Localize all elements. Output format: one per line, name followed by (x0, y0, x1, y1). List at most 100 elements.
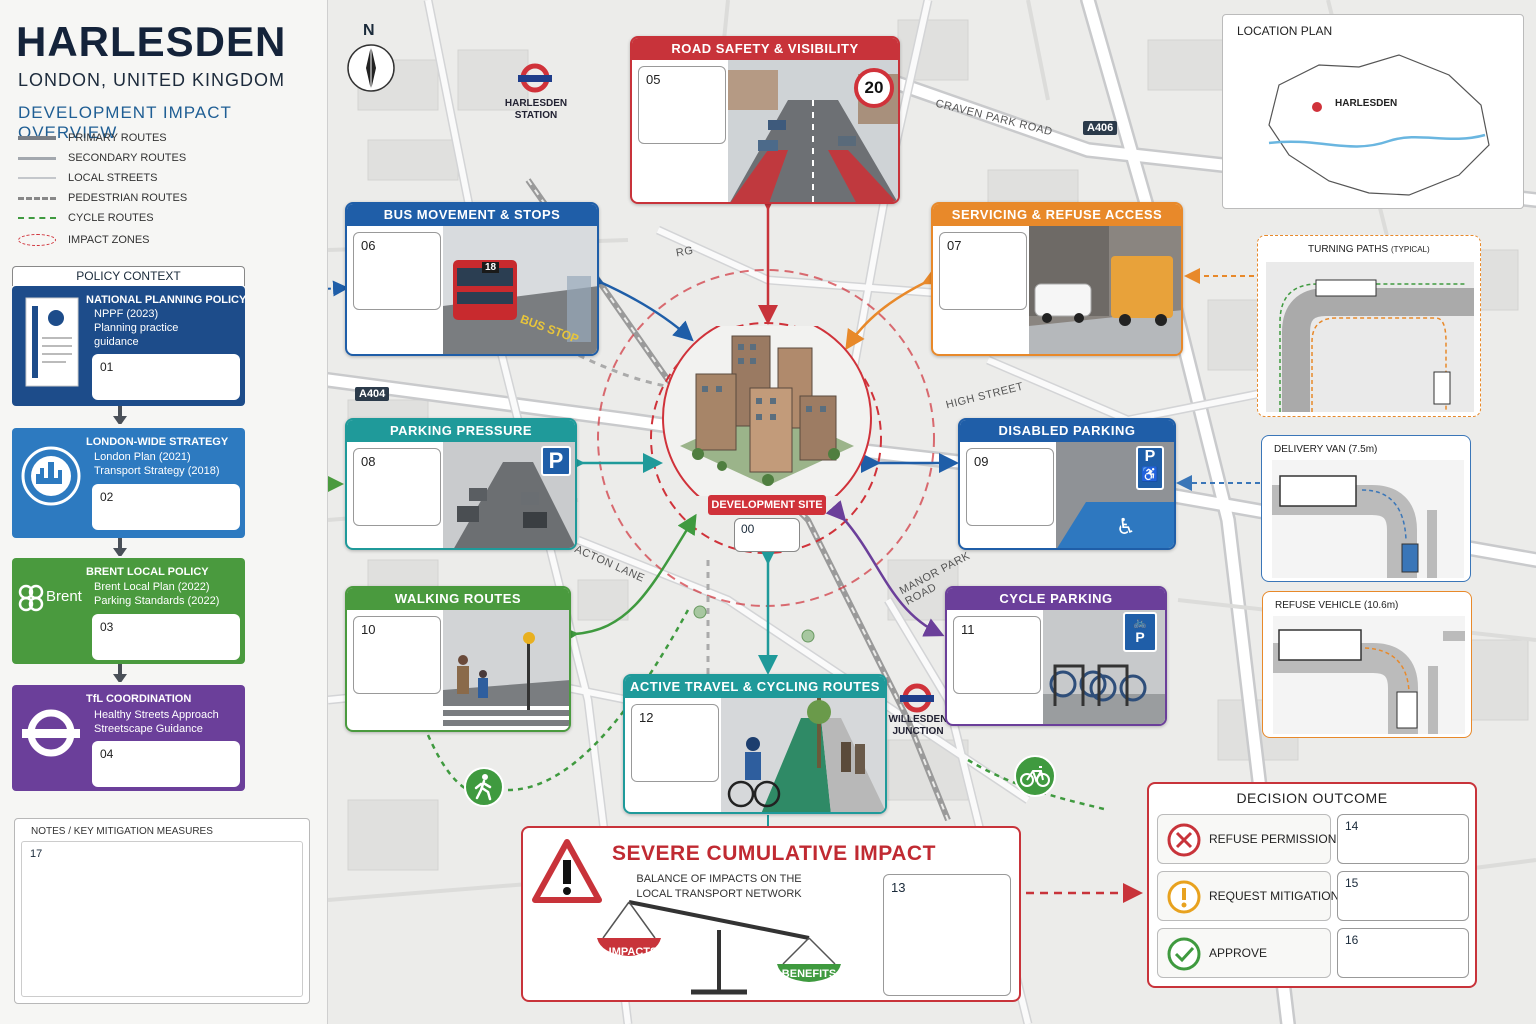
decision-option-approve[interactable]: APPROVE (1157, 928, 1331, 978)
card-walking: WALKING ROUTES 10 (345, 586, 571, 732)
turning-paths-title: TURNING PATHS (TYPICAL) (1308, 244, 1430, 255)
decision-field-16[interactable]: 16 (1337, 928, 1469, 978)
policy-tfl: TfL COORDINATION Healthy Streets Approac… (12, 685, 245, 791)
decision-option-mitigation[interactable]: REQUEST MITIGATION (1157, 871, 1339, 921)
cycle-parking-sign-icon: 🚲 P (1123, 612, 1157, 652)
north-arrow: N (345, 22, 397, 96)
card-title: WALKING ROUTES (347, 588, 569, 610)
cross-circle-icon (1167, 823, 1201, 857)
legend-swatch (18, 177, 56, 179)
card-field-11[interactable]: 11 (953, 616, 1041, 694)
exclamation-circle-icon (1167, 880, 1201, 914)
card-field-12[interactable]: 12 (631, 704, 719, 782)
policy-field-02[interactable]: 02 (92, 484, 240, 530)
legend-swatch (18, 136, 56, 140)
svg-text:♿: ♿ (1116, 515, 1136, 540)
bicycle-icon: 🚲 (1133, 617, 1147, 629)
north-label: N (363, 22, 375, 39)
card-title: BUS MOVEMENT & STOPS (347, 204, 597, 226)
policy-context-header: POLICY CONTEXT (12, 266, 245, 286)
bus-scene-image (443, 226, 597, 354)
policy-field-01[interactable]: 01 (92, 354, 240, 400)
policy-line: Brent Local Plan (2022) (94, 581, 210, 593)
parking-sign-icon: P (541, 446, 571, 476)
legend-swatch (18, 156, 56, 160)
sidebar: HARLESDEN LONDON, UNITED KINGDOM DEVELOP… (0, 0, 328, 1024)
underground-roundel-icon (518, 63, 552, 93)
refuse-vehicle-diagram (1273, 616, 1465, 734)
decision-field-14[interactable]: 14 (1337, 814, 1469, 864)
delivery-van-panel: DELIVERY VAN (7.5m) (1261, 435, 1471, 582)
cycle-stands-image (1043, 610, 1165, 724)
policy-line: Transport Strategy (2018) (94, 465, 220, 477)
legend-label: IMPACT ZONES (68, 234, 150, 246)
legend-swatch (18, 196, 56, 200)
disabled-parking-sign-icon: P ♿ (1136, 446, 1164, 490)
compass-icon (347, 44, 395, 92)
card-title: ROAD SAFETY & VISIBILITY (632, 38, 898, 60)
policy-title: NATIONAL PLANNING POLICY (86, 294, 247, 306)
station-label-harlesden: HARLESDEN STATION (504, 98, 568, 121)
severe-impact-field[interactable]: 13 (883, 874, 1011, 996)
legend-label: LOCAL STREETS (68, 172, 158, 184)
legend-label: PEDESTRIAN ROUTES (68, 192, 188, 204)
policy-field-03[interactable]: 03 (92, 614, 240, 660)
tfl-roundel-icon (22, 709, 80, 757)
card-cycle-parking: CYCLE PARKING 🚲 P 11 (945, 586, 1167, 726)
development-site-label: DEVELOPMENT SITE (708, 495, 826, 515)
card-field-09[interactable]: 09 (966, 448, 1054, 526)
road-shield-a406: A406 (1083, 121, 1118, 135)
card-title: CYCLE PARKING (947, 588, 1165, 610)
policy-field-04[interactable]: 04 (92, 741, 240, 787)
policy-line: Healthy Streets Approach (94, 709, 219, 721)
card-field-08[interactable]: 08 (353, 448, 441, 526)
legend-primary-routes: PRIMARY ROUTES (18, 130, 298, 146)
card-field-05[interactable]: 05 (638, 66, 726, 144)
development-buildings (662, 326, 872, 496)
speed-limit-value: 20 (864, 78, 884, 97)
page-title: HARLESDEN (16, 18, 287, 65)
london-skyline-icon (21, 446, 81, 506)
disabled-sign-letter: P (1144, 448, 1156, 465)
card-title: PARKING PRESSURE (347, 420, 575, 442)
card-field-06[interactable]: 06 (353, 232, 441, 310)
policy-line: NPPF (2023) (94, 308, 159, 320)
policy-line: Parking Standards (2022) (94, 595, 220, 607)
walking-icon (464, 767, 504, 807)
legend-impact-zones: IMPACT ZONES (18, 232, 298, 248)
check-circle-icon (1167, 937, 1201, 971)
card-field-10[interactable]: 10 (353, 616, 441, 694)
delivery-van-diagram (1272, 460, 1464, 578)
legend-label: CYCLE ROUTES (68, 212, 154, 224)
london-outline-map (1268, 54, 1490, 196)
notes-field-17[interactable]: 17 (21, 841, 303, 997)
legend-local-streets: LOCAL STREETS (18, 170, 298, 186)
turning-path-diagram (1266, 262, 1474, 412)
arrow-down-icon (113, 406, 127, 424)
policy-line: guidance (94, 336, 139, 348)
underground-roundel-icon (900, 683, 934, 713)
cycle-sign-letter: P (1135, 629, 1145, 645)
warning-triangle-icon (532, 839, 602, 903)
wheelchair-icon: ♿ (1141, 466, 1159, 482)
legend-swatch (18, 234, 56, 246)
decision-option-refuse[interactable]: REFUSE PERMISSION (1157, 814, 1336, 864)
page-subtitle: LONDON, UNITED KINGDOM (18, 70, 286, 90)
arrow-down-icon (113, 538, 127, 556)
servicing-scene-image (1029, 226, 1181, 354)
development-site-field[interactable]: 00 (734, 518, 800, 552)
policy-title: BRENT LOCAL POLICY (86, 566, 209, 578)
decision-field-15[interactable]: 15 (1337, 871, 1469, 921)
card-title: SERVICING & REFUSE ACCESS (933, 204, 1181, 226)
policy-line: Streetscape Guidance (94, 723, 203, 735)
refuse-vehicle-title: REFUSE VEHICLE (10.6m) (1275, 600, 1399, 611)
card-bus: BUS MOVEMENT & STOPS 18 BUS STOP 06 (345, 202, 599, 356)
bicycle-icon (1014, 755, 1056, 797)
card-parking: PARKING PRESSURE P 08 (345, 418, 577, 550)
location-plan: LOCATION PLAN HARLESDEN (1222, 14, 1524, 209)
card-field-07[interactable]: 07 (939, 232, 1027, 310)
policy-title: TfL COORDINATION (86, 693, 192, 705)
impacts-label: IMPACTS (608, 946, 658, 958)
policy-line: Planning practice (94, 322, 179, 334)
refuse-vehicle-panel: REFUSE VEHICLE (10.6m) (1262, 591, 1472, 738)
